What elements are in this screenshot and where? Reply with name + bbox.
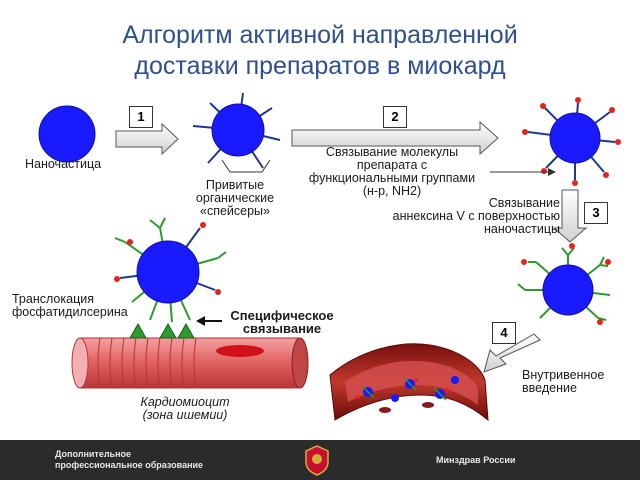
title-line-2: доставки препаратов в миокард — [134, 52, 506, 80]
step-3-box: 3 — [584, 202, 608, 224]
label-spacers: Привитые органические «спейсеры» — [180, 179, 290, 218]
footer-bar: Дополнительное профессиональное образова… — [0, 440, 640, 480]
title-line-1: Алгоритм активной направленной — [122, 21, 518, 49]
label-drug-binding: Связывание молекулы препарата с функцион… — [292, 146, 492, 198]
label-annexin-line2: аннексина V с поверхностью — [392, 209, 560, 223]
particle-with-drug — [522, 97, 621, 186]
label-spacers-line2: органические — [195, 191, 275, 205]
footer-left-text: Дополнительное профессиональное образова… — [55, 449, 203, 471]
label-nanoparticle: Наночастица — [25, 157, 102, 171]
footer-left-line2: профессиональное образование — [55, 460, 204, 470]
label-specific-binding: Специфическое связывание — [222, 309, 342, 335]
ps-triangle-2 — [159, 322, 177, 339]
label-annexin-line1: Связывание — [488, 196, 560, 210]
arrow-step-1 — [115, 122, 179, 156]
label-translocation-line1: Транслокация — [12, 292, 94, 306]
label-spacers-line1: Привитые — [205, 178, 265, 192]
emblem-icon — [305, 445, 329, 476]
label-specific-line2: связывание — [242, 321, 322, 336]
cardiomyocyte — [71, 337, 309, 389]
label-drug-binding-line2: препарата с — [356, 158, 428, 172]
label-annexin-line3: наночастицы — [483, 222, 560, 236]
step-4-box: 4 — [492, 322, 516, 344]
step-2-box: 2 — [383, 106, 407, 128]
label-cardio-line1: Кардиомиоцит — [140, 395, 230, 409]
bound-particle — [114, 217, 227, 323]
page-title: Алгоритм активной направленной доставки … — [0, 20, 640, 82]
bare-nanoparticle — [38, 105, 96, 163]
label-iv-injection: Внутривенное введение — [522, 369, 604, 395]
arrow-step-2 — [291, 120, 499, 156]
label-drug-binding-line3: функциональными группами — [308, 171, 476, 185]
label-drug-binding-line1: Связывание молекулы — [325, 145, 459, 159]
spacer-bracket — [221, 159, 271, 173]
ps-triangle-1 — [129, 322, 147, 339]
label-spacers-line3: «спейсеры» — [200, 204, 270, 218]
ps-triangle-3 — [177, 322, 195, 339]
label-annexin-binding: Связывание аннексина V с поверхностью на… — [360, 197, 560, 236]
arrow-step-4 — [483, 333, 541, 373]
label-cardiomyocyte: Кардиомиоцит (зона ишемии) — [115, 396, 255, 422]
particle-with-annexin — [517, 243, 611, 325]
step-1-box: 1 — [129, 106, 153, 128]
binding-pointer-head — [548, 168, 556, 176]
label-drug-binding-line4: (н-р, NH2) — [362, 184, 422, 198]
particle-with-spacers — [192, 92, 281, 169]
arrow-step-3 — [552, 189, 588, 243]
footer-right-text: Минздрав России — [436, 455, 516, 465]
label-translocation-line2: фосфатидилсерина — [12, 305, 128, 319]
label-cardio-line2: (зона ишемии) — [142, 408, 228, 422]
footer-left-line1: Дополнительное — [55, 449, 132, 459]
label-translocation: Транслокация фосфатидилсерина — [12, 293, 128, 319]
blood-vessel — [329, 343, 489, 422]
label-iv-line1: Внутривенное — [522, 368, 605, 382]
specific-binding-head — [196, 316, 205, 326]
label-iv-line2: введение — [522, 381, 577, 395]
label-specific-line1: Специфическое — [230, 308, 334, 323]
